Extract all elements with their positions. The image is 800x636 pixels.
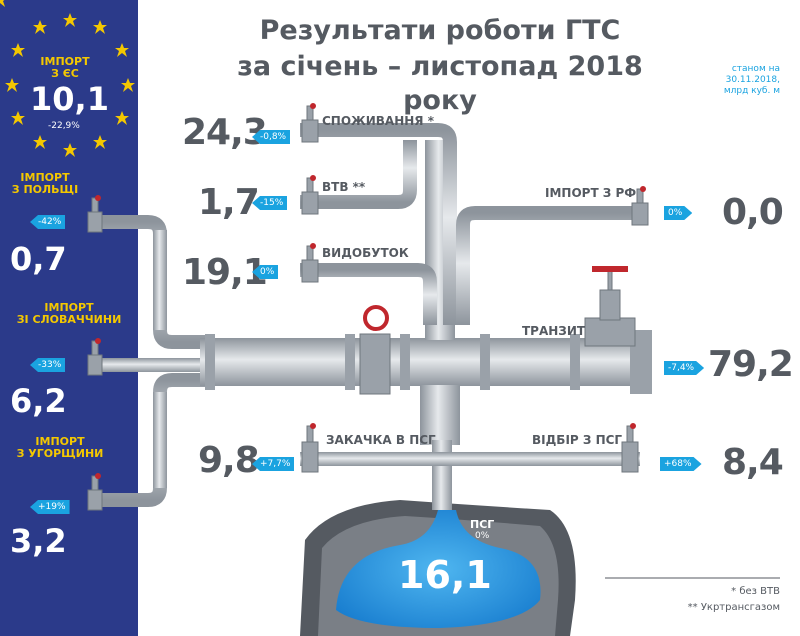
left-import-pipes xyxy=(100,215,210,507)
as-of-line: 30.11.2018, xyxy=(725,75,780,85)
label-line: З ПОЛЬЩІ xyxy=(11,183,79,196)
hungary-change-badge: +19% xyxy=(30,500,70,514)
slovakia-import-label: ІМПОРТ ЗІ СЛОВАЧЧИНИ xyxy=(0,302,138,326)
injection-label: ЗАКАЧКА В ПСГ xyxy=(326,433,436,447)
label-line: З УГОРЩИНИ xyxy=(16,447,104,460)
eu-import-label: ІМПОРТ З ЄС xyxy=(10,56,120,80)
vtv-change-badge: -15% xyxy=(252,196,288,210)
consumption-label: СПОЖИВАННЯ * xyxy=(322,114,434,128)
title-line-1: Результати роботи ГТС xyxy=(259,15,621,46)
eu-import-change: -22,9% xyxy=(48,121,80,131)
transit-value: 79,2 xyxy=(708,344,794,385)
storage-label: ПСГ xyxy=(470,518,495,531)
poland-change-badge: -42% xyxy=(30,215,66,229)
slovakia-change-badge: -33% xyxy=(30,358,66,372)
label-line: З ЄС xyxy=(51,67,79,80)
as-of-line: млрд куб. м xyxy=(723,86,780,96)
footnote: * без ВТВ xyxy=(731,586,780,597)
poland-import-value: 0,7 xyxy=(10,240,67,278)
production-label: ВИДОБУТОК xyxy=(322,246,409,260)
vtv-value: 1,7 xyxy=(198,182,260,223)
withdrawal-value: 8,4 xyxy=(722,442,784,483)
as-of-line: станом на xyxy=(731,64,780,74)
label-line: ІМПОРТ xyxy=(40,55,90,68)
label-line: ЗІ СЛОВАЧЧИНИ xyxy=(16,313,122,326)
main-header-pipe xyxy=(200,338,650,386)
injection-value: 9,8 xyxy=(198,440,260,481)
production-change-badge: 0% xyxy=(252,265,279,279)
withdrawal-label: ВІДБІР З ПСГ xyxy=(532,433,623,447)
storage-change: 0% xyxy=(475,531,490,541)
import-rf-change-badge: 0% xyxy=(664,206,692,220)
import-rf-label: ІМПОРТ З РФ xyxy=(545,186,637,200)
label-line: ІМПОРТ xyxy=(44,301,94,314)
eu-import-value: 10,1 xyxy=(30,80,109,118)
hungary-import-label: ІМПОРТ З УГОРЩИНИ xyxy=(0,436,120,460)
import-rf-value: 0,0 xyxy=(722,192,784,233)
label-line: ІМПОРТ xyxy=(35,435,85,448)
transit-change-badge: -7,4% xyxy=(664,361,704,375)
eu-stars xyxy=(0,0,135,157)
label-line: ІМПОРТ xyxy=(20,171,70,184)
storage-cavern xyxy=(300,500,576,636)
footnote: ** Укртрансгазом xyxy=(687,602,780,613)
withdrawal-change-badge: +68% xyxy=(660,457,702,471)
slovakia-import-value: 6,2 xyxy=(10,382,67,420)
title-line-2: за січень – листопад 2018 року xyxy=(237,51,643,116)
storage-value: 16,1 xyxy=(398,553,492,597)
vtv-label: ВТВ ** xyxy=(322,180,366,194)
consumption-value: 24,3 xyxy=(182,112,268,153)
import-sidebar xyxy=(0,0,138,636)
poland-import-label: ІМПОРТ З ПОЛЬЩІ xyxy=(0,172,90,196)
injection-change-badge: +7,7% xyxy=(252,457,295,471)
as-of-note: станом на 30.11.2018, млрд куб. м xyxy=(690,64,780,97)
transit-label: ТРАНЗИТ xyxy=(522,324,586,338)
consumption-change-badge: -0,8% xyxy=(252,130,291,144)
hungary-import-value: 3,2 xyxy=(10,522,67,560)
